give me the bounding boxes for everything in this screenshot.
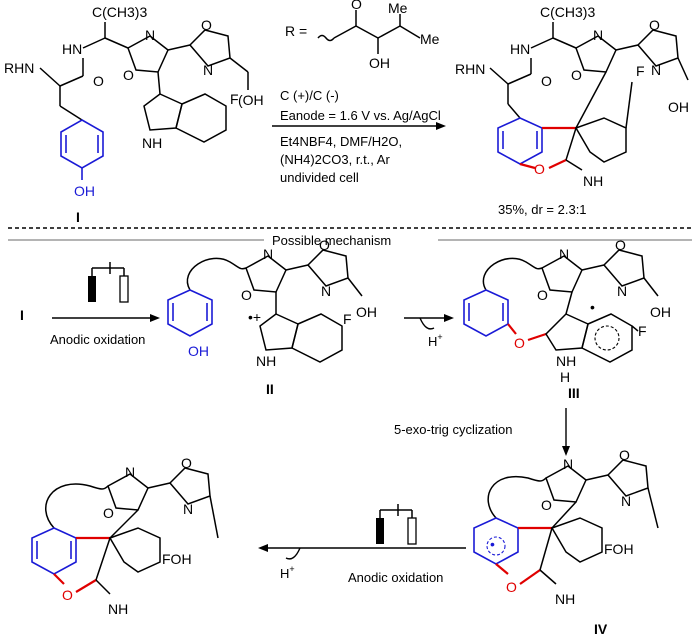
electrodes: C (+)/C (-) (280, 88, 339, 103)
final-ether-o: O (62, 587, 73, 603)
iii-radical: • (590, 299, 595, 315)
iii-oxazole-n: N (559, 246, 569, 262)
iv-radical: • (490, 536, 495, 552)
intermediate-ii: OH N O O N OH •+ NH F II (167, 237, 377, 397)
label-ii: II (266, 381, 274, 397)
me-right: Me (420, 31, 440, 47)
iv-oxazoline-n: N (621, 493, 631, 509)
product-carbonyl-o: O (541, 73, 552, 89)
tbu-label: C(CH3)3 (92, 4, 147, 20)
iii-oxazoline-n: N (617, 283, 627, 299)
condition-line-1: Et4NBF4, DMF/H2O, (280, 134, 402, 149)
ii-oxazoline-o: O (319, 237, 330, 253)
product-rhn: RHN (455, 61, 485, 77)
iii-oh: OH (650, 304, 671, 320)
phenol-oh: OH (74, 183, 95, 199)
h-plus-1: H+ (428, 332, 443, 349)
indole-nh: NH (142, 135, 162, 151)
label-iv: IV (594, 621, 608, 637)
carbonyl-o: O (93, 73, 104, 89)
step-final-oxidation: H+ Anodic oxidation (258, 504, 466, 585)
oxazoline-n: N (203, 62, 213, 78)
yield-dr: 35%, dr = 2.3:1 (498, 202, 587, 217)
final-oxazoline-o: O (181, 455, 192, 471)
oxazole-n: N (145, 27, 155, 43)
top-conditions: R = O OH Me Me C (+)/C (-) Eanode = 1.6 … (272, 0, 446, 185)
anode-potential: Eanode = 1.6 V vs. Ag/AgCl (280, 108, 441, 123)
product: C(CH3)3 HN O RHN O NH F N O O N OH (455, 4, 689, 217)
mech-step-1: I Anodic oxidation (20, 262, 160, 347)
intermediate-iv: • O NH FOH N O O N IV (473, 447, 659, 637)
nh-atom: HN (62, 41, 82, 57)
product-hn: HN (510, 41, 530, 57)
iii-oxazole-o: O (537, 287, 548, 303)
label-iii: III (568, 385, 580, 401)
product-oxazole-n: N (593, 27, 603, 43)
step1-label: Anodic oxidation (50, 332, 145, 347)
ketone-o: O (351, 0, 362, 12)
iv-foh: FOH (604, 541, 634, 557)
iv-nh: NH (555, 591, 575, 607)
iii-f: F (638, 323, 647, 339)
iii-ether-o: O (514, 335, 525, 351)
iii-oxazoline-o: O (615, 237, 626, 253)
iv-oxazole-o: O (541, 497, 552, 513)
cyclization-label: 5-exo-trig cyclization (394, 422, 513, 437)
step-last-label: Anodic oxidation (348, 570, 443, 585)
r-oh: OH (369, 55, 390, 71)
starting-material-i: C(CH3)3 HN O RHN OH I N O O N (OH NH (4, 4, 264, 225)
ii-oh: OH (188, 343, 209, 359)
final-oxazoline-n: N (183, 501, 193, 517)
product-oh: OH (668, 99, 689, 115)
intermediate-iii: O N O O N OH • NH H F III (463, 237, 671, 401)
ii-radical-cation: •+ (248, 309, 261, 325)
h-plus-2: H+ (280, 564, 295, 581)
iv-oxazole-n: N (563, 456, 573, 472)
product-f: F (636, 63, 645, 79)
me-upper: Me (388, 0, 408, 16)
final-oxazole-n: N (125, 464, 135, 480)
product-oxazoline-n: N (651, 62, 661, 78)
section-title: Possible mechanism (272, 233, 391, 248)
mech-start-label: I (20, 307, 24, 323)
final-foh: FOH (162, 551, 192, 567)
hydroxyl: (OH (238, 92, 264, 108)
final-nh: NH (108, 601, 128, 617)
ii-oxazole-n: N (263, 246, 273, 262)
oxazole-o: O (123, 67, 134, 83)
step-deprotonation: H+ (404, 314, 454, 349)
product-oxazole-o: O (571, 67, 582, 83)
ii-oxazoline-n: N (321, 283, 331, 299)
compound-i-label: I (76, 209, 80, 225)
rhn-label: RHN (4, 60, 34, 76)
iii-h: H (560, 369, 570, 385)
condition-line-2: (NH4)2CO3, r.t., Ar (280, 152, 390, 167)
oxazoline-o: O (201, 17, 212, 33)
product-nh: NH (583, 173, 603, 189)
wavy-bond (317, 34, 335, 42)
product-tbu: C(CH3)3 (540, 4, 595, 20)
r-definition: R = (285, 23, 307, 39)
step-cyclization: 5-exo-trig cyclization (394, 408, 570, 456)
product-oxazoline-o: O (649, 17, 660, 33)
ii-f: F (343, 311, 352, 327)
ii-oxazole-o: O (241, 287, 252, 303)
fluorine: F (230, 91, 239, 107)
ii-nh: NH (256, 353, 276, 369)
electrode-icon (88, 262, 129, 303)
final-product: O NH FOH N O O N (31, 455, 219, 617)
ii-oh-end: OH (356, 304, 377, 320)
condition-line-3: undivided cell (280, 170, 359, 185)
electrode-icon-2 (376, 504, 417, 545)
iv-oxazoline-o: O (619, 447, 630, 463)
iii-nh: NH (556, 353, 576, 369)
product-ether-o: O (534, 161, 545, 177)
iv-ether-o: O (506, 579, 517, 595)
final-oxazole-o: O (103, 505, 114, 521)
